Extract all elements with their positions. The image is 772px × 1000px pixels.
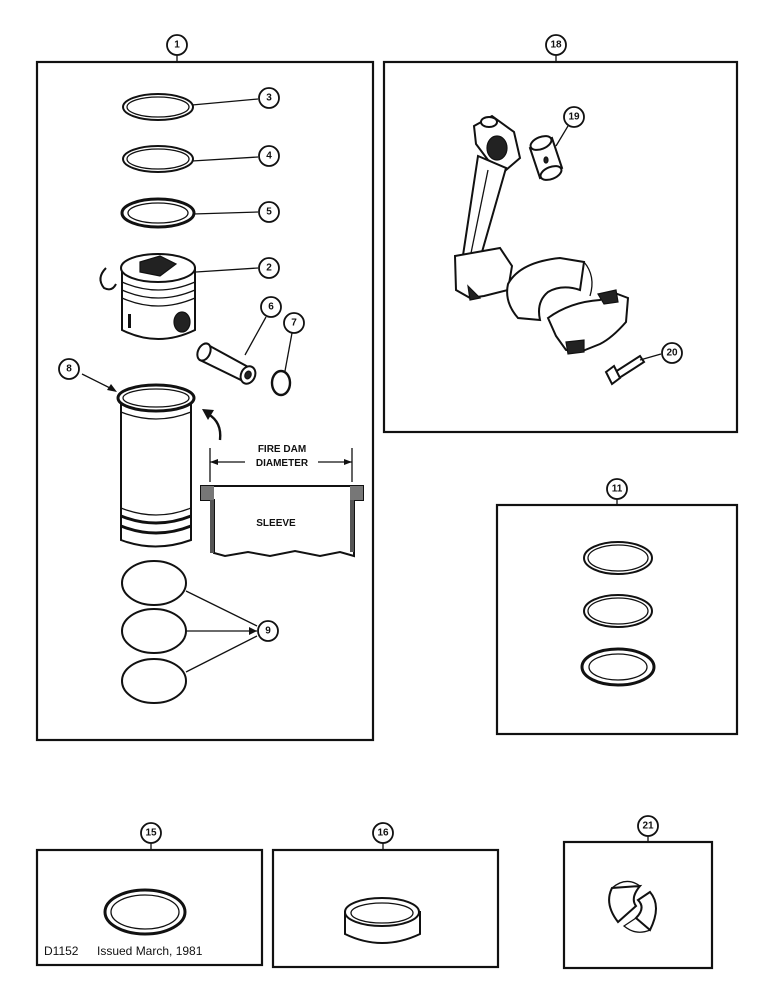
callout-5: 5	[258, 201, 280, 223]
connecting-rod	[453, 114, 630, 355]
panel-11-ring-set: 11	[495, 478, 739, 736]
label-sleeve: SLEEVE	[256, 518, 296, 529]
piston-pin-6	[196, 342, 257, 385]
snap-ring-7	[270, 369, 292, 397]
svg-text:19: 19	[568, 112, 580, 123]
callout-4: 4	[258, 145, 280, 167]
callout-8: 8	[58, 358, 80, 380]
callout-19: 19	[563, 106, 585, 128]
svg-text:21: 21	[642, 821, 654, 832]
footer-code: D1152	[44, 944, 79, 958]
svg-text:1: 1	[174, 40, 180, 51]
svg-text:4: 4	[266, 151, 272, 162]
ring-set-ring-2	[583, 594, 653, 628]
callout-18: 18	[545, 34, 567, 56]
footer-issued: Issued March, 1981	[97, 944, 203, 958]
panel-21-frame	[562, 840, 714, 970]
seal-ring-9-middle	[121, 608, 187, 654]
callout-1: 1	[166, 34, 188, 56]
svg-text:16: 16	[377, 828, 389, 839]
svg-text:6: 6	[268, 302, 274, 313]
panel-16-frame	[271, 848, 500, 969]
callout-21: 21	[637, 815, 659, 837]
panel-18-frame	[382, 60, 739, 434]
svg-text:11: 11	[612, 484, 623, 495]
panel-16: 16	[271, 822, 500, 969]
seal-ring-9-top	[121, 560, 187, 606]
callout-9: 9	[257, 620, 279, 642]
bearing-shells-21	[608, 880, 657, 933]
label-fire-dam: FIRE DAM	[258, 444, 306, 455]
svg-text:9: 9	[265, 626, 271, 637]
callout-15: 15	[140, 822, 162, 844]
rod-bolt-20	[604, 354, 646, 386]
svg-text:20: 20	[666, 348, 678, 359]
panel-21: 21	[562, 815, 714, 970]
ring-15	[103, 888, 187, 936]
svg-text:18: 18	[550, 40, 562, 51]
piston-2	[120, 253, 196, 340]
ring-set-ring-1	[583, 541, 653, 575]
insert-16	[344, 897, 421, 944]
panel-15-frame	[35, 848, 264, 967]
svg-text:15: 15	[145, 828, 157, 839]
seal-ring-9-bottom	[121, 658, 187, 704]
sleeve-section: SLEEVE	[200, 485, 364, 558]
fire-dam-dimension: FIRE DAM DIAMETER	[209, 444, 353, 482]
callout-7: 7	[283, 312, 305, 334]
svg-text:8: 8	[66, 364, 72, 375]
svg-text:2: 2	[266, 263, 272, 274]
curved-arrow	[202, 409, 222, 441]
piston-ring-3	[122, 93, 194, 121]
callout-3: 3	[258, 87, 280, 109]
callout-6: 6	[260, 296, 282, 318]
svg-text:7: 7	[291, 318, 297, 329]
label-diameter: DIAMETER	[256, 458, 309, 469]
svg-text:3: 3	[266, 93, 272, 104]
panel-1-piston-liner-kit: 1 3 4 5	[35, 34, 375, 742]
snap-ring-left	[99, 267, 117, 291]
panel-1-frame	[35, 60, 375, 742]
piston-ring-5	[120, 197, 196, 229]
ring-set-ring-3	[580, 647, 656, 687]
svg-text:5: 5	[266, 207, 272, 218]
cylinder-sleeve-8	[116, 383, 196, 548]
callout-2: 2	[258, 257, 280, 279]
callout-20: 20	[661, 342, 683, 364]
callout-11: 11	[606, 478, 628, 500]
callout-16: 16	[372, 822, 394, 844]
bushing-19	[528, 135, 564, 181]
piston-ring-4	[122, 145, 194, 173]
panel-18-connecting-rod: 18	[382, 34, 739, 434]
panel-15: 15 D1152 Issued March, 1981	[35, 822, 264, 967]
